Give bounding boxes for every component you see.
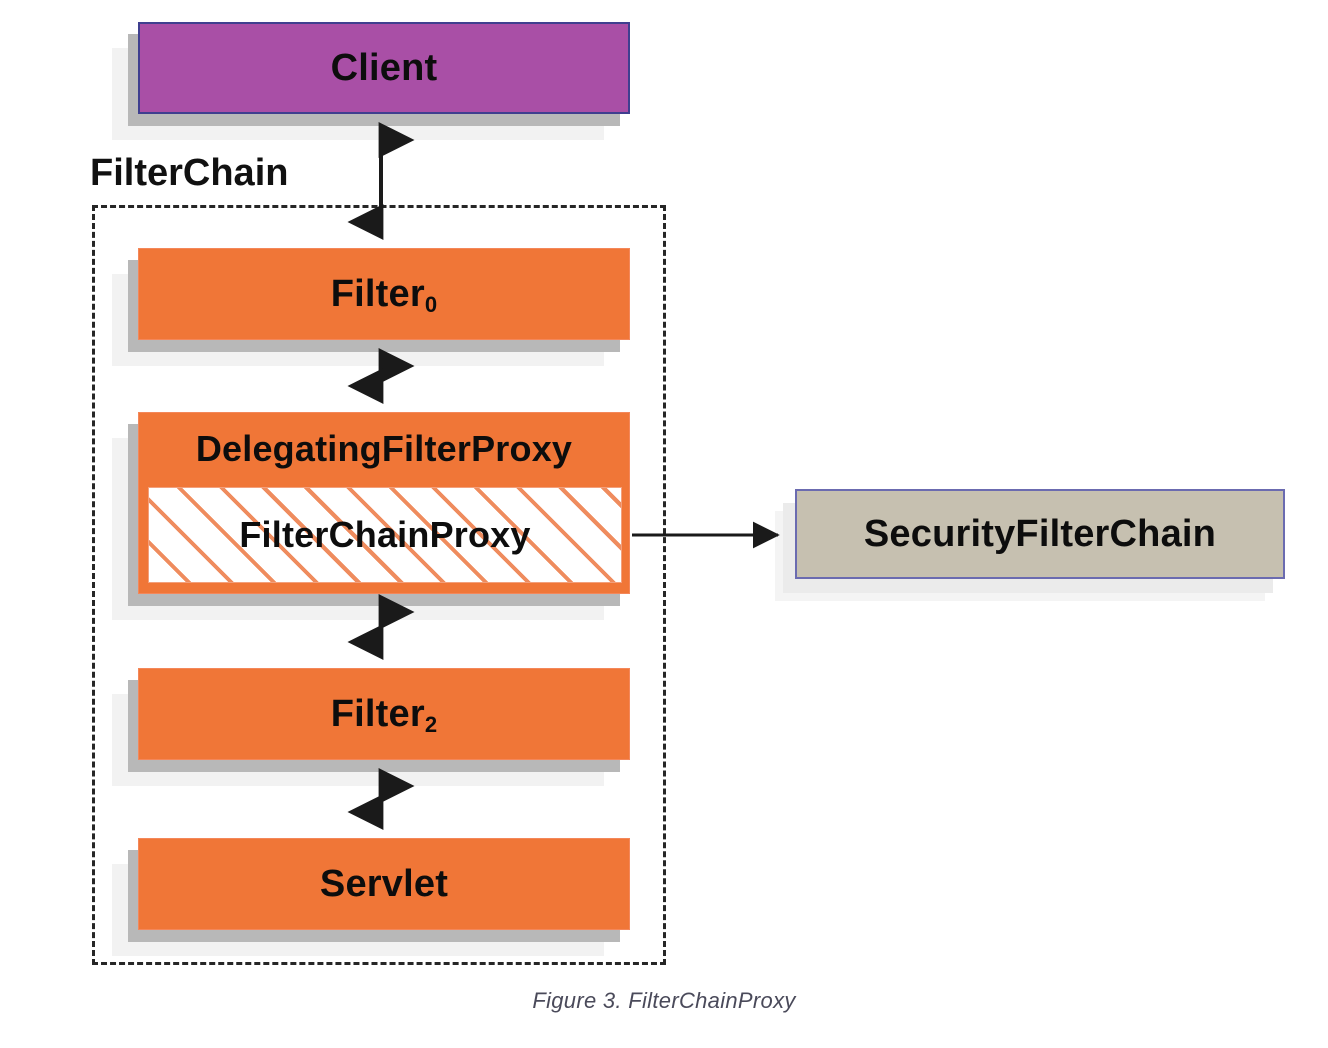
node-filter-0-subscript: 0 [424, 291, 438, 317]
figure-caption: Figure 3. FilterChainProxy [532, 988, 796, 1013]
node-security-filter-chain-label: SecurityFilterChain [863, 512, 1217, 555]
node-filter-2-label: Filter2 [330, 692, 438, 737]
node-client[interactable]: Client [138, 22, 630, 114]
node-filter-2-subscript: 2 [424, 711, 438, 737]
node-filter-chain-proxy-label: FilterChainProxy [239, 514, 531, 555]
node-filter-0[interactable]: Filter0 [138, 248, 630, 340]
node-servlet-label: Servlet [319, 862, 449, 905]
node-filter-2[interactable]: Filter2 [138, 668, 630, 760]
node-filter-chain-proxy[interactable]: FilterChainProxy [148, 487, 622, 583]
filterchain-group-label: FilterChain [90, 152, 289, 194]
node-servlet[interactable]: Servlet [138, 838, 630, 930]
node-security-filter-chain[interactable]: SecurityFilterChain [795, 489, 1285, 579]
node-client-label: Client [330, 46, 438, 89]
node-delegating-filter-proxy[interactable]: DelegatingFilterProxy FilterChainProxy [138, 412, 630, 594]
node-delegating-filter-proxy-label: DelegatingFilterProxy [195, 428, 573, 469]
node-filter-0-label: Filter0 [330, 272, 438, 317]
